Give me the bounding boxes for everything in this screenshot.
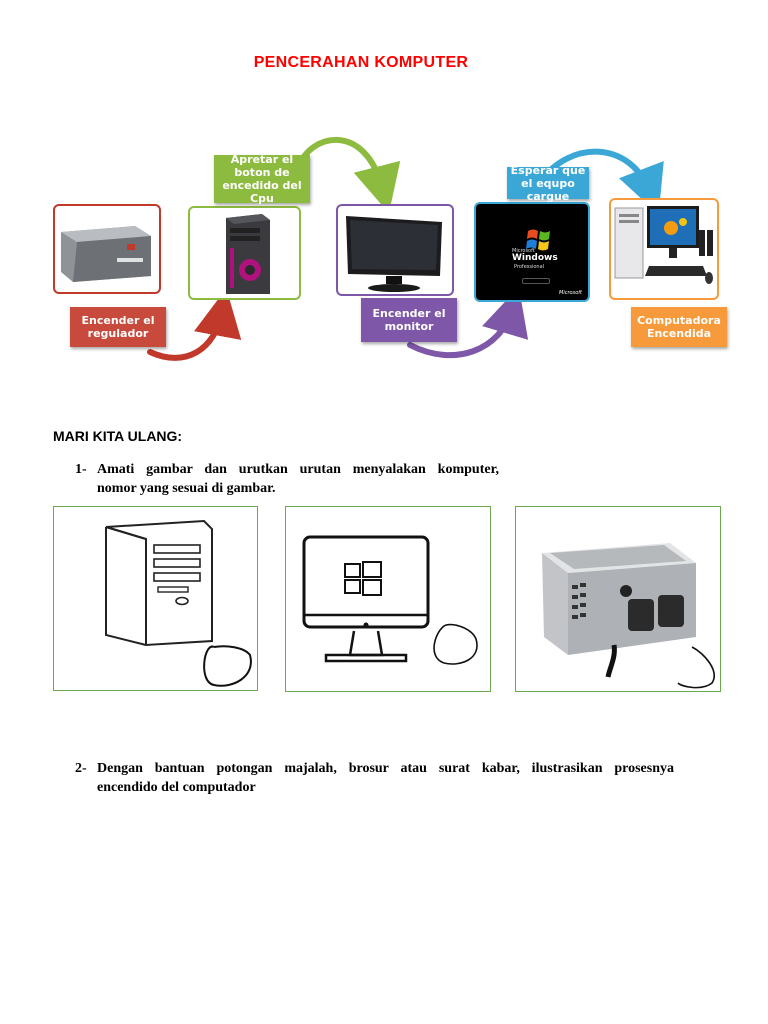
arrow-red [147, 288, 242, 361]
picture-box-regulator [515, 506, 721, 692]
arrow-green [297, 136, 401, 214]
windows-corner-brand: Microsoft [559, 290, 582, 296]
windows-brand-small: Microsoft [512, 248, 535, 254]
monitor-outline-drawing [302, 535, 478, 665]
computer-on-image [609, 198, 719, 300]
cpu-tower-image [188, 206, 301, 300]
question-1-line-1: Amati gambar dan urutkan urutan menyalak… [97, 462, 499, 477]
page-title: PENCERAHAN KOMPUTER [253, 54, 469, 71]
step-label-cpu-button: Apretar el boton de encedido del Cpu [214, 153, 310, 205]
windows-edition: Professional [514, 264, 545, 270]
step-label-computer-on: Computadora Encendida [631, 307, 727, 347]
step-label-regulator: Encender el regulador [70, 307, 166, 347]
windows-brand: Windows [512, 253, 558, 263]
question-2-line-1: Dengan bantuan potongan majalah, brosur … [97, 761, 674, 776]
cpu-outline-drawing [105, 519, 252, 687]
question-1: 1- Amati gambar dan urutkan urutan menya… [75, 460, 499, 498]
question-2-line-2: encendido del computador [97, 780, 256, 795]
windows-loading-bar [522, 278, 550, 284]
process-flow-arrows [147, 136, 664, 361]
question-2: 2- Dengan bantuan potongan majalah, bros… [75, 759, 674, 797]
question-1-number: 1- [75, 462, 87, 477]
windows-boot-screen: Microsoft Windows Professional Microsoft [474, 202, 590, 302]
picture-box-cpu [53, 506, 258, 691]
monitor-image [336, 204, 454, 296]
windows-logo-icon [526, 229, 550, 251]
section-heading: MARI KITA ULANG: [53, 428, 183, 444]
step-label-wait: Esperar que el equpo cargue [507, 164, 589, 203]
step-label-monitor: Encender el monitor [361, 298, 457, 342]
picture-box-monitor [285, 506, 491, 692]
regulator-photo [542, 543, 715, 689]
arrow-purple [407, 287, 529, 359]
question-2-number: 2- [75, 761, 87, 776]
question-1-line-2: nomor yang sesuai di gambar. [97, 481, 276, 496]
regulator-image [53, 204, 161, 294]
